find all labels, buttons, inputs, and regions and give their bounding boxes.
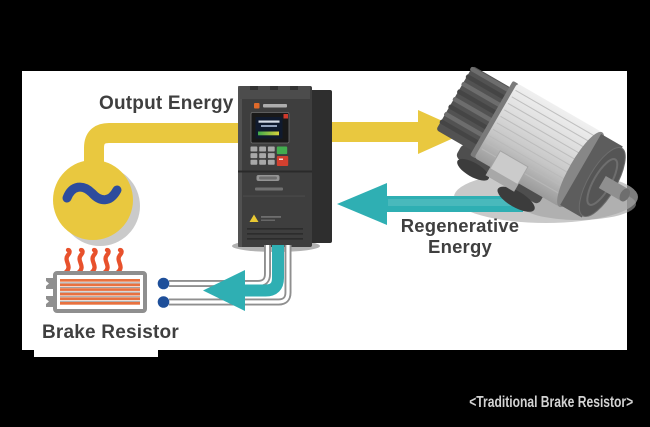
vfd-stop-key xyxy=(276,156,289,166)
arrow-left-icon xyxy=(337,183,387,225)
vfd-top-cap xyxy=(240,86,310,99)
regenerative-energy-flow xyxy=(337,183,523,225)
vfd-run-key xyxy=(276,146,288,155)
brake-resistor-label: Brake Resistor xyxy=(42,322,179,343)
vfd-body xyxy=(238,86,312,247)
braking-flow xyxy=(157,245,292,311)
regenerative-energy-label: Regenerative Energy xyxy=(385,215,535,257)
diagram-caption: <Traditional Brake Resistor> xyxy=(469,394,633,411)
regenerative-energy-label-line1: Regenerative xyxy=(400,215,520,236)
vfd-display xyxy=(250,112,290,144)
vfd-keypad xyxy=(250,146,289,166)
inverter-drive-icon xyxy=(232,86,332,252)
motor-fins xyxy=(437,66,511,151)
terminal-top xyxy=(157,277,170,290)
terminal-bottom xyxy=(157,296,170,308)
white-panel-tab xyxy=(34,349,158,357)
regenerative-energy-label-line2: Energy xyxy=(428,235,492,257)
resistor-coils xyxy=(60,279,140,305)
brake-resistor-icon xyxy=(46,247,147,313)
vfd-lower-panel xyxy=(238,170,312,240)
motor-end-cap xyxy=(557,131,631,218)
sine-wave-icon xyxy=(62,182,122,205)
vfd-side-panel xyxy=(310,90,332,243)
vfd-logo xyxy=(254,103,287,109)
output-energy-label: Output Energy xyxy=(99,93,234,114)
warning-triangle-icon xyxy=(249,214,259,222)
heat-waves-icon xyxy=(63,247,124,275)
arrow-left-icon xyxy=(203,270,245,311)
motor-icon xyxy=(437,66,631,218)
